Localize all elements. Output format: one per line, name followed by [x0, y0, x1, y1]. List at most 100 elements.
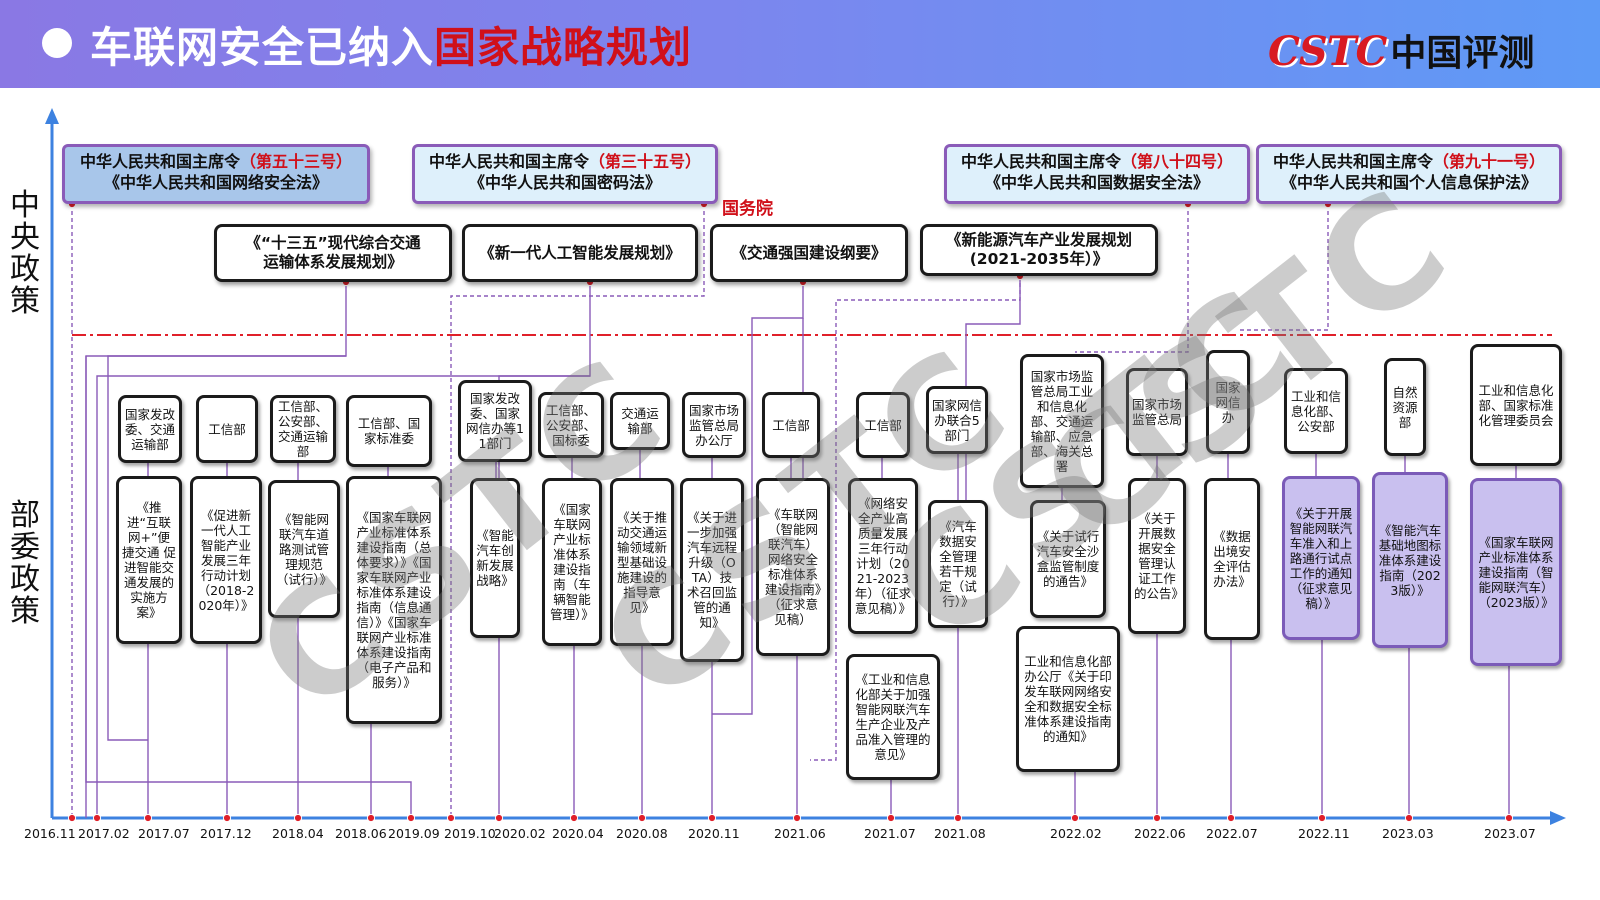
law-name: 《中华人民共和国个人信息保护法》	[1280, 173, 1537, 192]
timeline-dot	[886, 813, 896, 823]
timeline-date-label: 2018.04	[272, 826, 324, 841]
department-box: 工信部、公安部、国标委	[538, 392, 604, 458]
timeline-date-label: 2019.10	[444, 826, 496, 841]
central-plan-box: 《“十三五”现代综合交通 运输体系发展规划》	[214, 224, 452, 282]
policy-document-box: 《关于开展数据安全管理认证工作的公告》	[1128, 478, 1186, 634]
page-title: 车联网安全已纳入国家战略规划	[90, 14, 692, 75]
bullet-dot-icon	[42, 28, 72, 58]
law-name: 《中华人民共和国数据安全法》	[984, 173, 1209, 192]
policy-document-box: 《车联网（智能网联汽车）网络安全标准体系建设指南》（征求意见稿）	[756, 478, 830, 656]
law-name: 《中华人民共和国网络安全法》	[103, 173, 328, 192]
law-decree-title: 中华人民共和国主席令	[428, 152, 589, 171]
policy-document-box: 《关于推动交通运输领域新型基础设施建设的指导意见》	[610, 478, 674, 646]
timeline-date-label: 2022.07	[1206, 826, 1258, 841]
department-box: 国家市场监管总局办公厅	[682, 392, 746, 458]
timeline-dot	[143, 813, 153, 823]
department-box: 交通运输部	[610, 392, 670, 450]
department-box: 工信部、国家标准委	[346, 395, 432, 467]
law-decree-title: 中华人民共和国主席令	[1272, 152, 1433, 171]
timeline-date-label: 2021.06	[774, 826, 826, 841]
timeline-date-label: 2017.07	[138, 826, 190, 841]
policy-document-box: 《智能网联汽车道路测试管理规范（试行）》	[268, 480, 340, 618]
law-decree-number: （第五十三号）	[240, 152, 353, 171]
central-law-box: 中华人民共和国主席令（第五十三号） 《中华人民共和国网络安全法》	[62, 144, 370, 204]
timeline-dot	[1070, 813, 1080, 823]
policy-document-box: 《国家车联网产业标准体系建设指南（总体要求）》《国家车联网产业标准体系建设指南（…	[346, 476, 442, 724]
law-decree-number: （第三十五号）	[589, 152, 702, 171]
policy-document-box: 《促进新一代人工智能产业发展三年行动计划（2018-2020年）》	[190, 476, 262, 644]
timeline-dot	[1404, 813, 1414, 823]
department-box: 国家网信办	[1206, 350, 1250, 454]
timeline-dot	[707, 813, 717, 823]
policy-document-box: 《数据出境安全评估办法》	[1204, 478, 1260, 640]
ministry-policy-label: 部委政策	[10, 498, 40, 629]
timeline-dot	[1152, 813, 1162, 823]
connector-line	[1075, 204, 1189, 353]
connector-line	[450, 204, 705, 818]
policy-document-box: 工业和信息化部办公厅《关于印发车联网网络安全和数据安全标准体系建设指南的通知》	[1016, 626, 1120, 772]
law-decree-number: （第八十四号）	[1121, 152, 1234, 171]
policy-document-box: 《关于开展智能网联汽车准入和上路通行试点工作的通知（征求意见稿）》	[1282, 476, 1360, 640]
timeline-dot	[953, 813, 963, 823]
policy-document-box: 《关于进一步加强汽车远程升级（OTA）技术召回监管的通知》	[680, 478, 744, 662]
connector-line	[85, 356, 412, 818]
central-plan-box: 《交通强国建设纲要》	[710, 224, 908, 282]
timeline-dot	[494, 813, 504, 823]
central-law-box: 中华人民共和国主席令（第八十四号） 《中华人民共和国数据安全法》	[944, 144, 1250, 204]
title-highlight: 国家战略规划	[434, 23, 693, 72]
title-main: 车联网安全已纳入	[90, 23, 435, 72]
policy-document-box: 《汽车数据安全管理若干规定（试行）》	[928, 500, 988, 628]
policy-document-box: 《推进“互联网+”便捷交通 促进智能交通发展的实施方案》	[116, 476, 182, 644]
department-box: 国家网信办联合5部门	[926, 386, 988, 454]
timeline-dot	[792, 813, 802, 823]
central-plan-box: 《新一代人工智能发展规划》	[462, 224, 698, 282]
department-box: 工业和信息化部、公安部	[1284, 368, 1348, 454]
central-policy-label: 中央政策	[10, 188, 40, 319]
connector-line	[1240, 204, 1329, 331]
timeline-date-label: 2020.11	[688, 826, 740, 841]
department-box: 工信部	[856, 392, 910, 458]
timeline-date-label: 2016.11	[24, 826, 76, 841]
timeline-dot	[406, 813, 416, 823]
policy-document-box: 《网络安全产业高质量发展三年行动计划（2021-2023年）（征求意见稿）》	[848, 478, 918, 634]
timeline-date-label: 2021.08	[934, 826, 986, 841]
timeline-date-label: 2020.04	[552, 826, 604, 841]
timeline-dot	[446, 813, 456, 823]
policy-document-box: 《工业和信息化部关于加强智能网联汽车生产企业及产品准入管理的意见》	[846, 654, 940, 780]
connector-line	[107, 355, 346, 741]
policy-document-box: 《关于试行汽车安全沙盒监管制度的通告》	[1030, 500, 1106, 618]
timeline-dot	[1504, 813, 1514, 823]
policy-document-box: 《国家车联网产业标准体系建设指南（智能网联汽车）（2023版）》	[1470, 478, 1562, 666]
connector-line	[712, 282, 804, 715]
logo-chinese: 中国评测	[1390, 33, 1535, 74]
timeline-date-label: 2023.03	[1382, 826, 1434, 841]
timeline-date-label: 2022.02	[1050, 826, 1102, 841]
timeline-date-label: 2019.09	[388, 826, 440, 841]
timeline-date-label: 2017.12	[200, 826, 252, 841]
department-box: 自然资源部	[1384, 358, 1426, 456]
timeline-date-label: 2023.07	[1484, 826, 1536, 841]
timeline-date-label: 2020.02	[494, 826, 546, 841]
central-law-box: 中华人民共和国主席令（第三十五号）《中华人民共和国密码法》	[412, 144, 718, 204]
timeline-dot	[1226, 813, 1236, 823]
department-box: 国家发改委、国家网信办等11部门	[458, 380, 532, 462]
timeline-date-label: 2017.02	[78, 826, 130, 841]
timeline-date-label: 2018.06	[335, 826, 387, 841]
timeline-dot	[67, 813, 77, 823]
department-box: 国家市场监管总局工业和信息化部、交通运输部、应急部、海关总署	[1020, 354, 1104, 488]
timeline-date-label: 2022.11	[1298, 826, 1350, 841]
law-decree-title: 中华人民共和国主席令	[960, 152, 1121, 171]
department-box: 国家市场监管总局	[1126, 368, 1188, 456]
department-box: 工信部、公安部、交通运输部	[270, 395, 336, 463]
timeline-connectors	[45, 108, 1566, 825]
policy-document-box: 《智能汽车创新发展战略》	[470, 478, 520, 638]
connector-line	[96, 375, 590, 818]
central-plan-box: 《新能源汽车产业发展规划 (2021-2035年）》	[920, 224, 1158, 276]
law-decree-title: 中华人民共和国主席令	[79, 152, 240, 171]
law-decree-number: （第九十一号）	[1433, 152, 1546, 171]
timeline-dot	[293, 813, 303, 823]
timeline-dot	[637, 813, 647, 823]
department-box: 工信部	[762, 392, 820, 458]
timeline-date-label: 2020.08	[616, 826, 668, 841]
